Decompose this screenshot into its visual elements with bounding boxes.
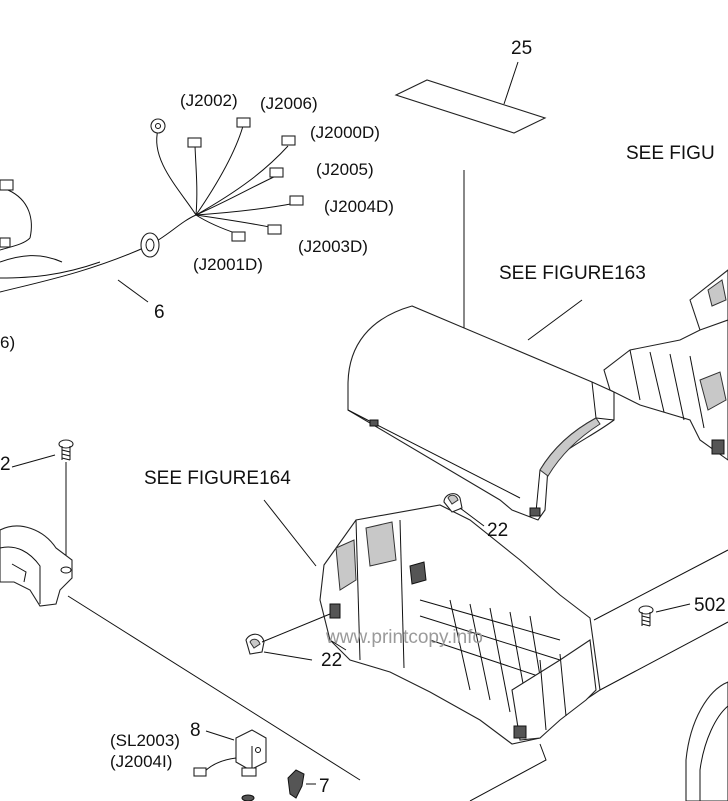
bottom-right-cover [685, 681, 728, 801]
connector-label-j2006: (J2006) [260, 94, 318, 113]
screw-part-502 [638, 603, 691, 627]
callout-22-lower: 22 [321, 650, 342, 671]
see-figure-163-label: SEE FIGURE163 [499, 263, 646, 284]
see-figure-164-label: SEE FIGURE164 [144, 468, 291, 489]
connector-label-j2003d: (J2003D) [298, 237, 368, 256]
callout-502: 502 [694, 595, 726, 616]
left-side-bracket [0, 525, 361, 781]
screw-part-2 [11, 439, 74, 570]
bushing-part-22-lower [245, 613, 331, 661]
connector-label-j2002: (J2002) [180, 91, 238, 110]
paper-feed-assembly-right [603, 269, 728, 461]
bushing-part-22-upper [443, 493, 485, 527]
connector-label-j2004i: (J2004I) [110, 752, 172, 771]
connector-label-j2005: (J2005) [316, 160, 374, 179]
watermark-text: www.printcopy.info [325, 627, 483, 648]
callout-22-upper: 22 [487, 520, 508, 541]
callout-6: 6 [154, 302, 165, 323]
solenoid-label-sl2003: (SL2003) [110, 731, 180, 750]
fuser-assembly [319, 504, 728, 801]
callout-7: 7 [319, 776, 330, 797]
callout-25: 25 [511, 38, 532, 59]
callout-2: 2 [0, 454, 11, 475]
connector-label-j2004d: (J2004D) [324, 197, 394, 216]
wire-harness-part-6 [0, 117, 304, 303]
top-cover [347, 299, 615, 521]
lever-part-7 [287, 769, 316, 799]
callout-8: 8 [190, 720, 201, 741]
see-figure-cut-label: SEE FIGU [626, 143, 715, 164]
solenoid-part-8 [193, 729, 267, 801]
callout-6-cut: 6) [0, 333, 15, 352]
connector-label-j2001d: (J2001D) [193, 255, 263, 274]
connector-label-j2000d: (J2000D) [310, 123, 380, 142]
leader-figure-164 [263, 499, 317, 567]
